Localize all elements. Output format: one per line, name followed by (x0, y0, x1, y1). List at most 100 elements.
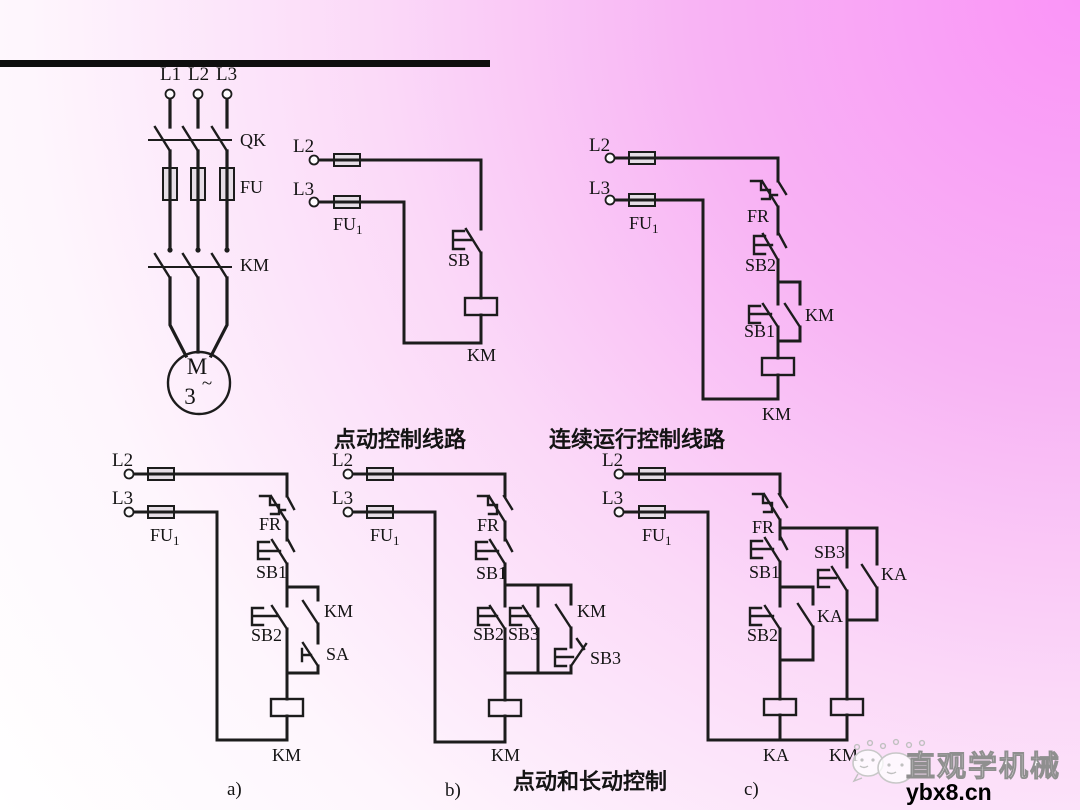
km-seal-label: KM (324, 601, 353, 621)
jog-wires (317, 158, 483, 345)
sb2-label: SB2 (251, 625, 282, 645)
km-seal-label: KM (805, 305, 834, 325)
km-coil (269, 697, 305, 718)
l3-label: L3 (589, 178, 610, 199)
fr-label: FR (752, 517, 774, 537)
motor: M ~ 3 (166, 350, 232, 416)
fr-thermal-contact (749, 179, 788, 209)
continuous-control-circuit: L2 L3 FU1 FR SB2 SB1 KM KM (589, 135, 834, 424)
terminal-l2 (123, 468, 135, 480)
km-seal-contact (783, 302, 802, 329)
fu1-label: FU1 (150, 525, 180, 548)
fu-label: FU (240, 177, 263, 197)
terminal-l3 (308, 196, 320, 208)
km-coil-label: KM (467, 345, 496, 365)
sb1-stop-button (256, 536, 296, 566)
sb3-jog-nc-contact (553, 637, 588, 668)
l2-label: L2 (602, 450, 623, 471)
km-seal-label: KM (577, 601, 606, 621)
sb1-label: SB1 (256, 562, 287, 582)
sb-pushbutton (451, 227, 483, 255)
phase-label-l1: L1 (160, 64, 181, 85)
watermark-site: ybx8.cn (906, 779, 992, 805)
fu1-label: FU1 (642, 525, 672, 548)
terminal-l3 (221, 88, 233, 100)
sb3-label: SB3 (814, 542, 845, 562)
circuit-b-wires (351, 472, 573, 744)
fr-thermal-contact (476, 494, 514, 524)
terminal-l2 (192, 88, 204, 100)
caption-a: a) (227, 779, 242, 800)
fu1-label: FU1 (333, 214, 363, 237)
km-label: KM (240, 255, 269, 275)
caption-c: c) (744, 779, 759, 800)
qk-knife-switch (148, 125, 232, 153)
km-seal-contact (554, 603, 573, 630)
terminal-l1 (164, 88, 176, 100)
jog-control-circuit: L2 L3 FU1 SB KM (293, 136, 499, 365)
terminal-l3 (123, 506, 135, 518)
continuous-title: 连续运行控制线路 (549, 427, 726, 452)
sa-label: SA (326, 644, 349, 664)
sb1-start-button (747, 302, 780, 329)
terminal-l2 (342, 468, 354, 480)
km-coil (463, 296, 499, 317)
sb3-no-label: SB3 (508, 624, 539, 644)
km-coil (760, 356, 796, 377)
sb1-stop-button (749, 534, 789, 564)
motor-tilde: ~ (202, 373, 212, 394)
sb1-stop-button (474, 536, 514, 566)
ka-relay-contact (860, 563, 879, 590)
terminal-l3 (613, 506, 625, 518)
jog-title: 点动控制线路 (334, 427, 467, 452)
fr-label: FR (747, 206, 769, 226)
circuit-b: L2 L3 FU1 FR SB1 SB2 SB3 KM SB3 KM b) (332, 450, 621, 801)
continuous-wires (613, 156, 802, 401)
fu1-label: FU1 (370, 525, 400, 548)
sb2-start-button (748, 604, 782, 631)
km-coil-label: KM (762, 404, 791, 424)
l2-label: L2 (332, 450, 353, 471)
motor-letter: M (187, 354, 207, 379)
l2-label: L2 (589, 135, 610, 156)
fr-thermal-contact (258, 494, 296, 524)
terminal-l3 (342, 506, 354, 518)
phase-label-l3: L3 (216, 64, 237, 85)
chat-bubbles-icon (852, 738, 926, 784)
l2-label: L2 (112, 450, 133, 471)
sb3-jog-no-contact (508, 604, 540, 631)
km-coil-label: KM (491, 745, 520, 765)
km-coil (829, 697, 865, 717)
l3-label: L3 (293, 179, 314, 200)
terminal-l2 (308, 154, 320, 166)
sa-selector-switch (300, 641, 320, 668)
ka-coil (762, 697, 798, 717)
l3-label: L3 (112, 488, 133, 509)
sb2-start-button (250, 604, 289, 631)
km-coil-label: KM (829, 745, 858, 765)
ka-seal-label: KA (817, 606, 843, 626)
ka-contact-label: KA (881, 564, 907, 584)
sb1-label: SB1 (749, 562, 780, 582)
fr-label: FR (259, 514, 281, 534)
jog-long-title: 点动和长动控制 (513, 769, 667, 794)
sb2-label: SB2 (745, 255, 776, 275)
sb2-label: SB2 (473, 624, 504, 644)
circuit-a-wires (132, 472, 320, 742)
circuit-a: L2 L3 FU1 FR SB1 KM SA SB2 KM a) (112, 450, 353, 800)
terminal-l3 (604, 194, 616, 206)
km-coil-label: KM (272, 745, 301, 765)
km-main-contacts (148, 247, 232, 280)
sb2-label: SB2 (747, 625, 778, 645)
sb1-label: SB1 (744, 321, 775, 341)
main-power-circuit: M ~ 3 L1 L2 L3 QK FU KM (148, 64, 269, 416)
fu1-label: FU1 (629, 213, 659, 236)
phase-label-l2: L2 (188, 64, 209, 85)
sb3-jog-button (816, 565, 849, 593)
terminal-l2 (604, 152, 616, 164)
ka-coil-label: KA (763, 745, 789, 765)
caption-b: b) (445, 780, 461, 801)
ka-seal-contact (796, 602, 815, 629)
